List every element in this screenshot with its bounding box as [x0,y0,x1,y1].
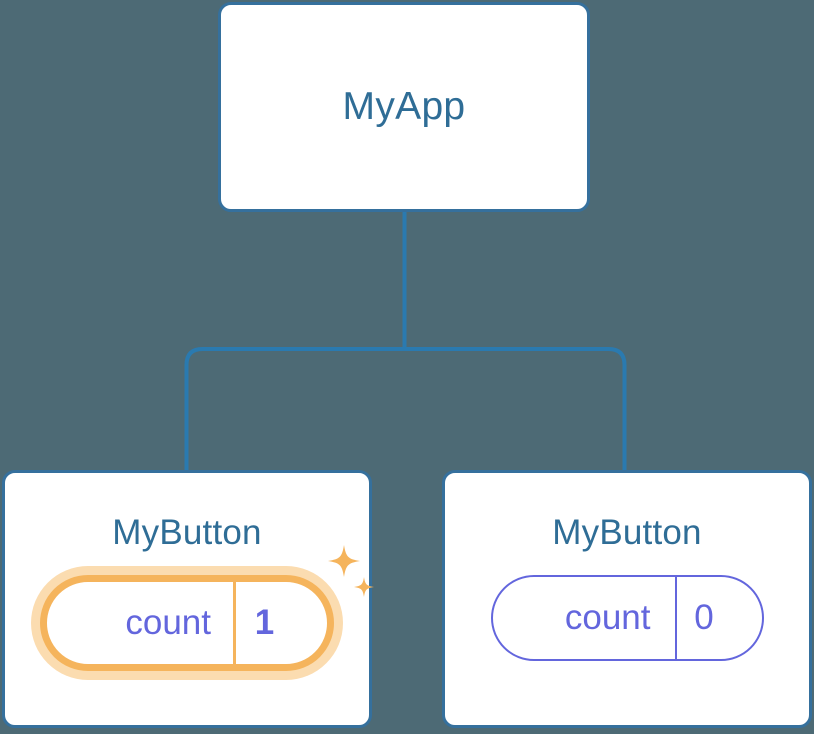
edge-to-child-left [184,347,405,470]
node-myapp[interactable]: MyApp [218,2,590,212]
state-pill-right-value: 0 [674,577,762,659]
state-pill-left[interactable]: count 1 [40,545,374,671]
node-mybutton-left[interactable]: MyButton count 1 [2,470,374,728]
sparkle-icon [328,545,374,597]
node-mybutton-left-title: MyButton [112,513,262,552]
edge-to-child-right [404,347,627,470]
state-pill-right[interactable]: count 0 [490,575,764,661]
state-pill-left-key: count [125,603,211,642]
node-mybutton-right[interactable]: MyButton count 0 [442,470,812,728]
node-myapp-title: MyApp [342,85,466,128]
node-mybutton-right-title: MyButton [552,513,702,552]
state-pill-right-body[interactable]: count 0 [490,575,764,661]
state-pill-left-value: 1 [233,582,327,664]
state-pill-left-body[interactable]: count 1 [40,575,334,671]
state-pill-right-key: count [564,598,651,637]
